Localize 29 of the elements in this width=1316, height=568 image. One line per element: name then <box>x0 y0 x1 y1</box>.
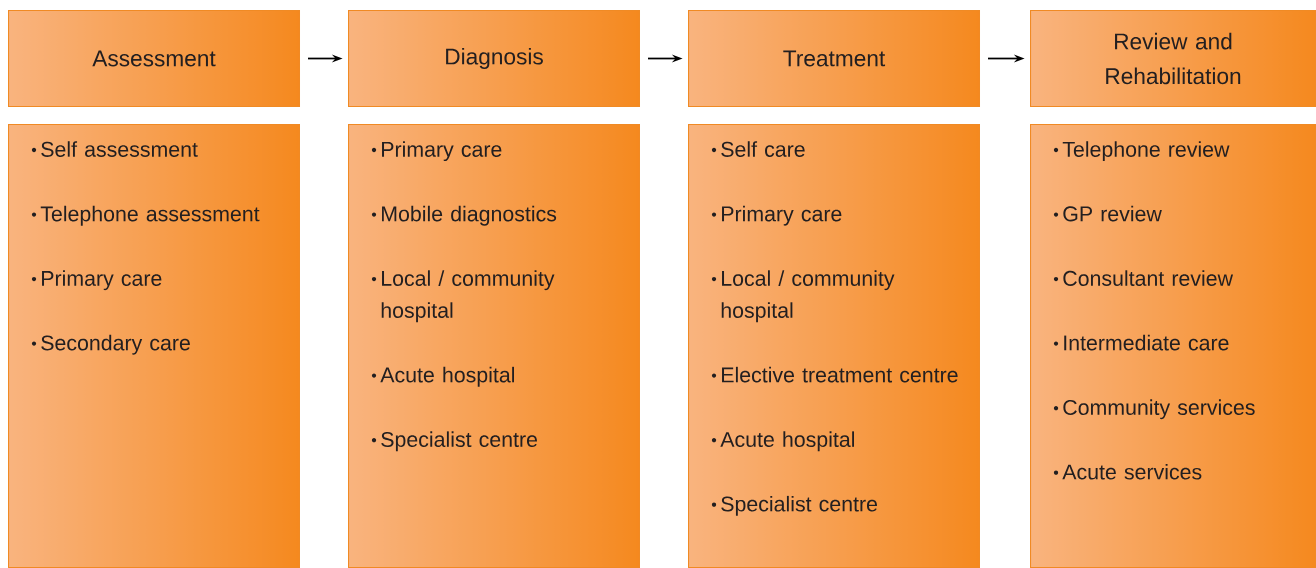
list-item: Primary care <box>711 205 842 226</box>
stage-panel <box>348 124 640 568</box>
list-item: Secondary care <box>31 334 190 355</box>
list-item: GP review <box>1053 205 1162 222</box>
list-item: Primary care <box>31 270 162 291</box>
list-item: Specialist centre <box>371 431 537 452</box>
list-item: Acute services <box>1053 463 1202 480</box>
list-item: Intermediate care <box>1053 334 1229 351</box>
list-item: Local / community hospital <box>711 270 895 323</box>
list-item: Local / community hospital <box>371 270 555 323</box>
stage-box: Review and Rehabilitation <box>1030 10 1316 107</box>
list-item: Community services <box>1053 399 1255 420</box>
stage-box: Assessment <box>8 10 300 107</box>
list-item: Self assessment <box>31 141 198 157</box>
list-item: Elective treatment centre <box>711 366 958 383</box>
stage-panel <box>8 124 300 568</box>
list-item: Specialist centre <box>711 495 877 516</box>
stage-panel <box>1030 124 1316 568</box>
stage-box: Treatment <box>688 10 980 107</box>
list-item: Acute hospital <box>711 431 854 452</box>
list-item: Telephone assessment <box>31 205 260 226</box>
stage-panel <box>688 124 980 568</box>
list-item: Primary care <box>371 141 502 162</box>
stage-box: Diagnosis <box>348 10 640 107</box>
list-item: Telephone review <box>1053 141 1230 162</box>
list-item: Acute hospital <box>371 366 514 387</box>
list-item: Self care <box>711 141 805 157</box>
list-item: Consultant review <box>1053 270 1234 286</box>
list-item: Mobile diagnostics <box>371 205 557 226</box>
